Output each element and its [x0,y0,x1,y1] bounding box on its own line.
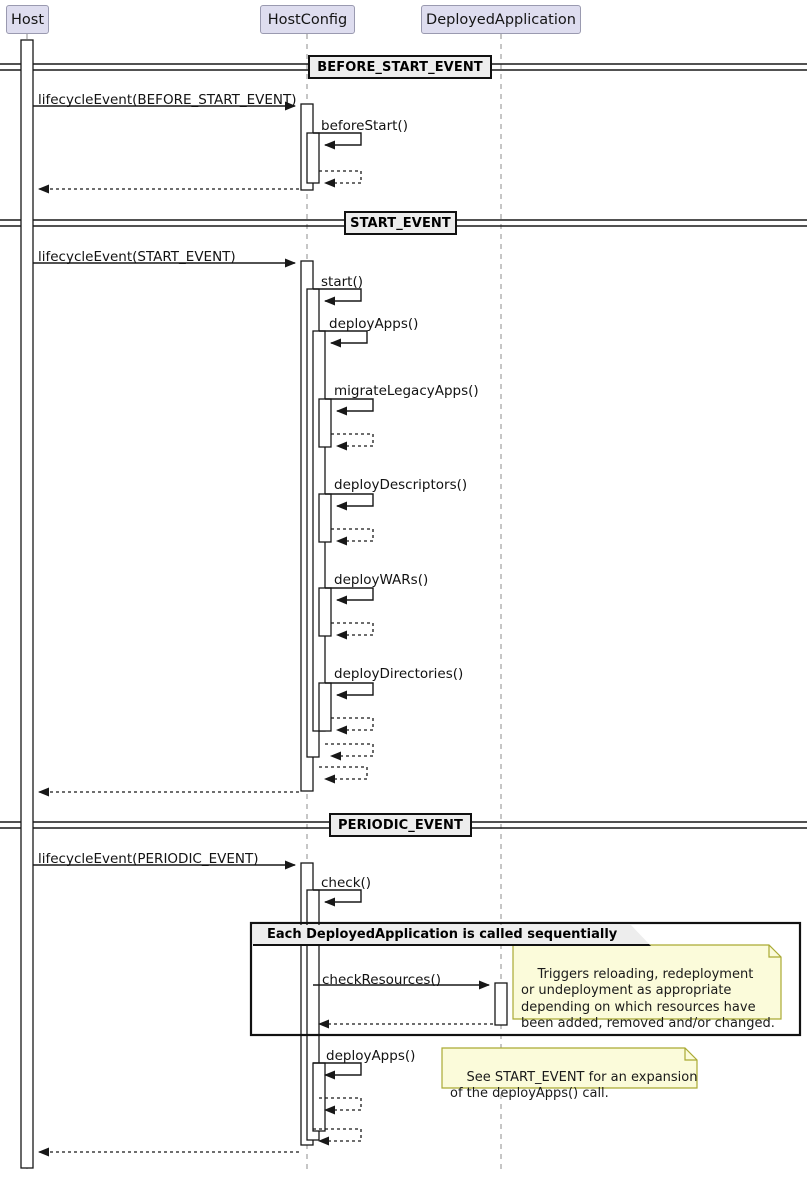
message-label-lifecycleevent-before-start: lifecycleEvent(BEFORE_START_EVENT) [38,92,297,108]
participant-host[interactable]: Host [6,5,49,34]
participant-hostconfig-label: HostConfig [267,11,348,28]
message-text: lifecycleEvent(START_EVENT) [38,249,236,265]
participant-deployedapplication[interactable]: DeployedApplication [421,5,581,34]
selfcall-beforeStart [313,132,362,188]
selfcall-deployDescriptors [325,493,374,546]
lifelines [26,34,502,1172]
divider-periodic-event-label: PERIODIC_EVENT [338,817,463,833]
activation-deployedapp [494,982,508,1026]
note-checkresources: Triggers reloading, redeployment or unde… [513,945,781,1032]
activation-config-before-start [300,103,320,191]
divider-periodic-event: PERIODIC_EVENT [329,813,472,837]
message-label-lifecycleevent-start: lifecycleEvent(START_EVENT) [38,249,236,265]
message-text: lifecycleEvent(BEFORE_START_EVENT) [38,92,297,108]
activation-config-start [300,260,332,792]
group-frame-sequential [249,921,802,1037]
message-text: start() [321,274,363,290]
note-deployapps: See START_EVENT for an expansion of the … [442,1048,697,1102]
divider-start-event-label: START_EVENT [350,215,451,231]
group-title-sequential-label: Each DeployedApplication is called seque… [267,927,618,942]
selfcall-deployDirectories [325,682,374,735]
note-shape-deployapps [441,1047,698,1089]
divider-before-start-event: BEFORE_START_EVENT [308,55,492,79]
note-shape-checkresources [512,944,782,1020]
divider-before-start-event-label: BEFORE_START_EVENT [317,59,483,75]
returns-start-cascade [319,743,374,784]
divider-rules [0,63,807,829]
participant-hostconfig[interactable]: HostConfig [260,5,355,34]
message-label-check: check() [321,875,371,891]
message-label-deployapps-periodic: deployApps() [326,1048,415,1064]
activation-config-periodic [300,862,326,1146]
selfcall-start [313,288,362,306]
message-label-checkresources: checkResources() [322,972,441,988]
message-text: deployApps() [329,316,419,332]
note-deployapps-text: See START_EVENT for an expansion of the … [450,1069,698,1102]
selfcall-deployApps-start [319,330,368,348]
message-text: deployApps() [326,1048,416,1064]
participant-host-label: Host [10,11,44,28]
message-label-deploydirectories: deployDirectories() [334,666,463,682]
message-label-lifecycleevent-periodic: lifecycleEvent(PERIODIC_EVENT) [38,851,259,867]
selfcall-check [313,889,362,907]
selfcall-deployWARs [325,587,374,640]
participant-deployedapplication-label: DeployedApplication [426,11,576,28]
message-label-beforestart: beforeStart() [321,118,408,134]
message-text: checkResources() [322,972,442,988]
message-label-deploydescriptors: deployDescriptors() [334,477,467,493]
activation-host [20,39,34,1169]
arrow-checkResources [313,980,493,1029]
group-title-sequential: Each DeployedApplication is called seque… [253,925,651,946]
message-text: beforeStart() [321,118,408,134]
message-text: lifecycleEvent(PERIODIC_EVENT) [38,851,259,867]
message-label-migratelegacyapps: migrateLegacyApps() [334,383,479,399]
message-label-deploywars: deployWARs() [334,572,428,588]
selfcall-migrateLegacyApps [325,398,374,451]
note-checkresources-text: Triggers reloading, redeployment or unde… [521,966,775,1032]
divider-start-event: START_EVENT [344,211,457,235]
message-text: migrateLegacyApps() [334,383,479,399]
message-text: deployWARs() [334,572,429,588]
message-label-deployapps-start: deployApps() [329,316,418,332]
message-text: check() [321,875,372,891]
message-text: deployDescriptors() [334,477,468,493]
message-label-start: start() [321,274,363,290]
message-text: deployDirectories() [334,666,464,682]
selfcall-deployApps-periodic [313,1062,362,1146]
